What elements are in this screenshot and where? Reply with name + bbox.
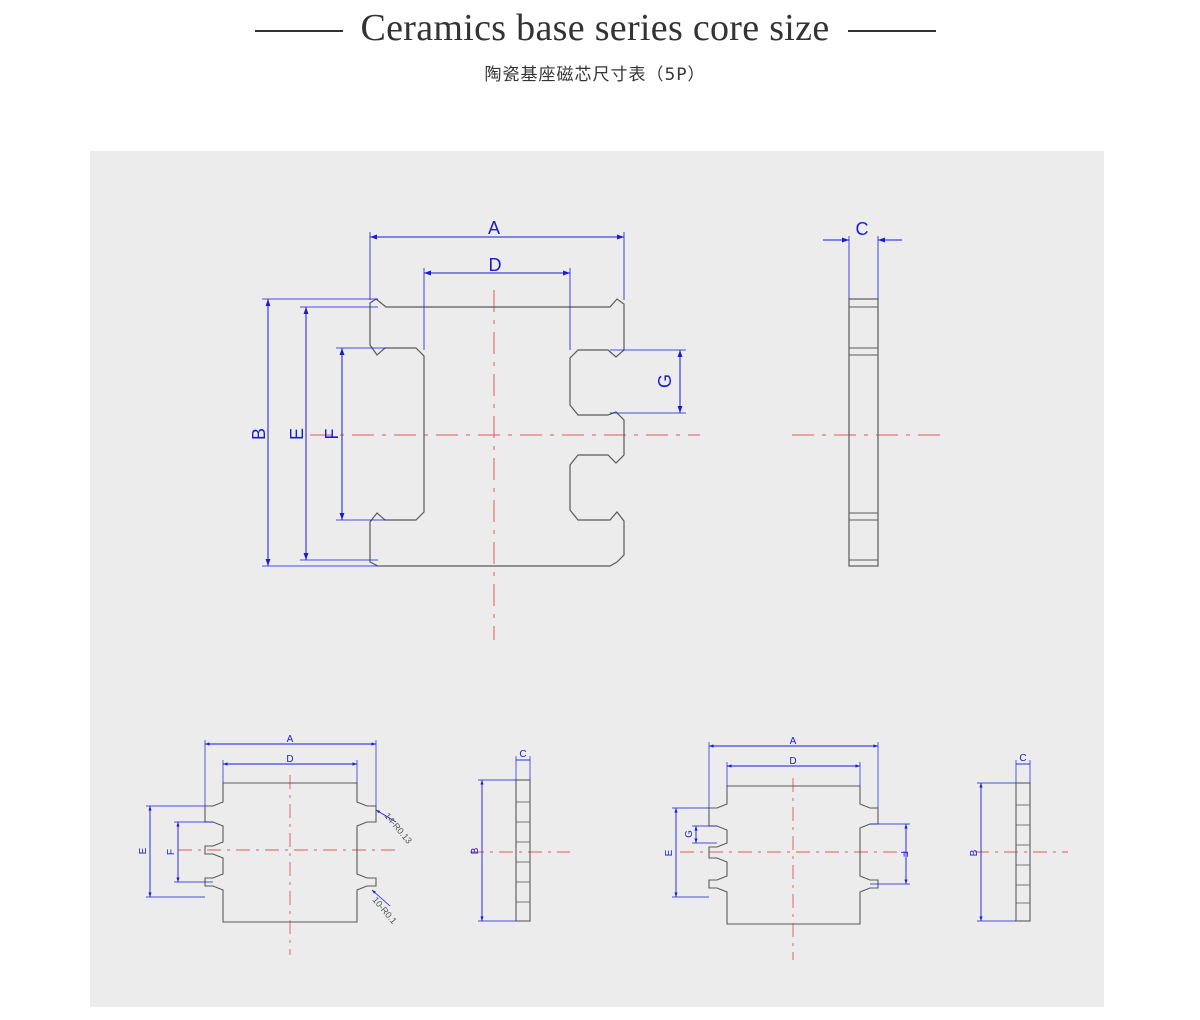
bl-dim-a-label: A [287, 734, 294, 745]
dim-e-label: E [287, 428, 307, 440]
bl-dim-d-label: D [286, 754, 293, 765]
main-side-view: C [792, 219, 940, 567]
dim-d: D [423, 255, 571, 350]
br-dim-c-label: C [1019, 753, 1026, 764]
title-rule-left [255, 30, 343, 32]
main-centerlines [310, 290, 700, 640]
br-dim-e-label: E [664, 849, 675, 856]
dim-d-label: D [489, 255, 502, 275]
dim-f: F [322, 347, 386, 521]
dim-c-label: C [856, 219, 869, 239]
bl-dim-c-label: C [519, 749, 526, 760]
dim-g: G [610, 349, 686, 414]
br-dim-b-label: B [969, 849, 980, 856]
dim-b-label: B [249, 428, 269, 440]
bl-dim-e-label: E [138, 847, 149, 854]
title-rule-right [848, 30, 936, 32]
dim-a-label: A [488, 218, 500, 238]
bl-core-outline [204, 782, 377, 923]
page-subtitle: 陶瓷基座磁芯尺寸表（5P） [484, 65, 706, 85]
br-dim-f-label: F [898, 851, 909, 857]
bl-note-r01: 10-R0.1 [370, 895, 398, 926]
dim-f-label: F [322, 429, 342, 440]
main-view: A D B E F [249, 218, 700, 640]
br-dim-a-label: A [790, 736, 797, 747]
br-dim-d-label: D [789, 756, 796, 767]
bl-dim-f-label: F [166, 849, 177, 855]
bottom-right-side-view: B C [969, 753, 1068, 922]
bottom-left-view: A D E F 14-R0.13 10-R0.1 [138, 734, 414, 955]
page-title: Ceramics base series core size [360, 7, 830, 49]
main-core-outline [369, 298, 625, 567]
dim-c: C [823, 219, 902, 299]
dim-a: A [369, 218, 625, 300]
dim-g-label: G [655, 374, 675, 388]
bottom-left-side-view: B C [470, 749, 570, 922]
dim-e: E [287, 306, 378, 561]
drawing-panel [90, 151, 1104, 1007]
bottom-right-view: A D E G F [664, 736, 910, 960]
bl-note-r013: 14-R0.13 [382, 811, 413, 846]
bl-dim-b-label: B [470, 847, 481, 854]
title-row: Ceramics base series core size [0, 6, 1200, 50]
br-core-outline [708, 785, 879, 925]
dim-b: B [249, 298, 378, 567]
br-dim-g-label: G [684, 830, 695, 838]
